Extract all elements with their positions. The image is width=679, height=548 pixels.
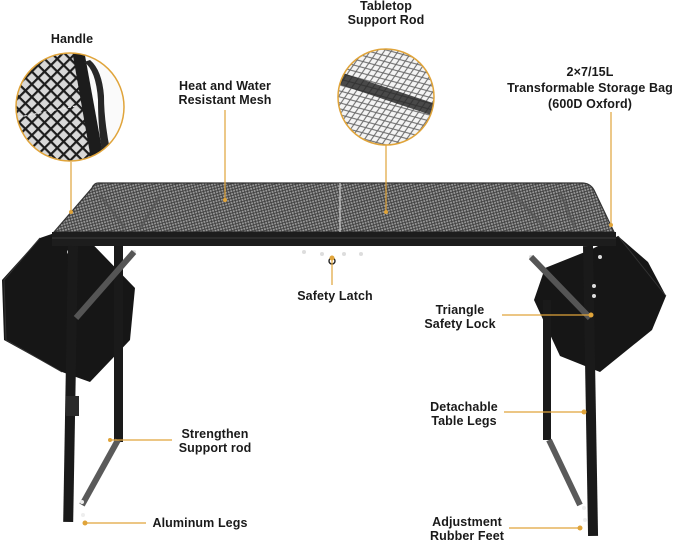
- left-storage-bag: [2, 226, 135, 382]
- callout-aluminum-legs: Aluminum Legs: [148, 516, 252, 530]
- callout-text: Heat and Water: [179, 79, 271, 93]
- callout-text: Detachable: [430, 400, 498, 414]
- callout-safety-latch: Safety Latch: [290, 289, 380, 303]
- callout-storage-bag: 2×7/15L Transformable Storage Bag (600D …: [502, 64, 678, 112]
- callout-text: (600D Oxford): [548, 97, 632, 111]
- callout-handle: Handle: [40, 32, 104, 46]
- right-storage-bag: [534, 235, 667, 372]
- callout-text: Support Rod: [347, 13, 425, 27]
- callout-detachable-legs: Detachable Table Legs: [422, 400, 506, 428]
- support-rod-magnifier: [337, 48, 435, 146]
- callout-text: Table Legs: [431, 414, 497, 428]
- callout-text: Handle: [50, 32, 94, 46]
- callout-text: Tabletop: [360, 0, 412, 13]
- callout-strengthen-rod: Strengthen Support rod: [172, 427, 258, 455]
- callout-mesh: Heat and Water Resistant Mesh: [165, 79, 285, 107]
- callout-dots: [69, 198, 613, 531]
- callout-text: Support rod: [178, 441, 252, 455]
- callout-text: 2×7/15L: [566, 65, 614, 79]
- callout-text: Safety Latch: [297, 289, 373, 303]
- handle-magnifier: [15, 52, 125, 162]
- callout-text: Adjustment: [432, 515, 502, 529]
- callout-text: Resistant Mesh: [178, 93, 272, 107]
- callout-triangle-lock: Triangle Safety Lock: [420, 303, 500, 331]
- callout-text: Rubber Feet: [429, 529, 505, 543]
- callout-text: Triangle: [435, 303, 485, 317]
- callout-lines: [70, 110, 612, 529]
- callout-text: Strengthen: [181, 427, 249, 441]
- callout-text: Safety Lock: [424, 317, 496, 331]
- callout-support-rod: Tabletop Support Rod: [330, 0, 442, 27]
- right-legs: [528, 245, 599, 537]
- callout-text: Transformable Storage Bag: [507, 81, 673, 95]
- callout-text: Aluminum Legs: [152, 516, 248, 530]
- callout-rubber-feet: Adjustment Rubber Feet: [424, 515, 510, 543]
- left-legs: [63, 245, 137, 523]
- tabletop: [52, 182, 616, 265]
